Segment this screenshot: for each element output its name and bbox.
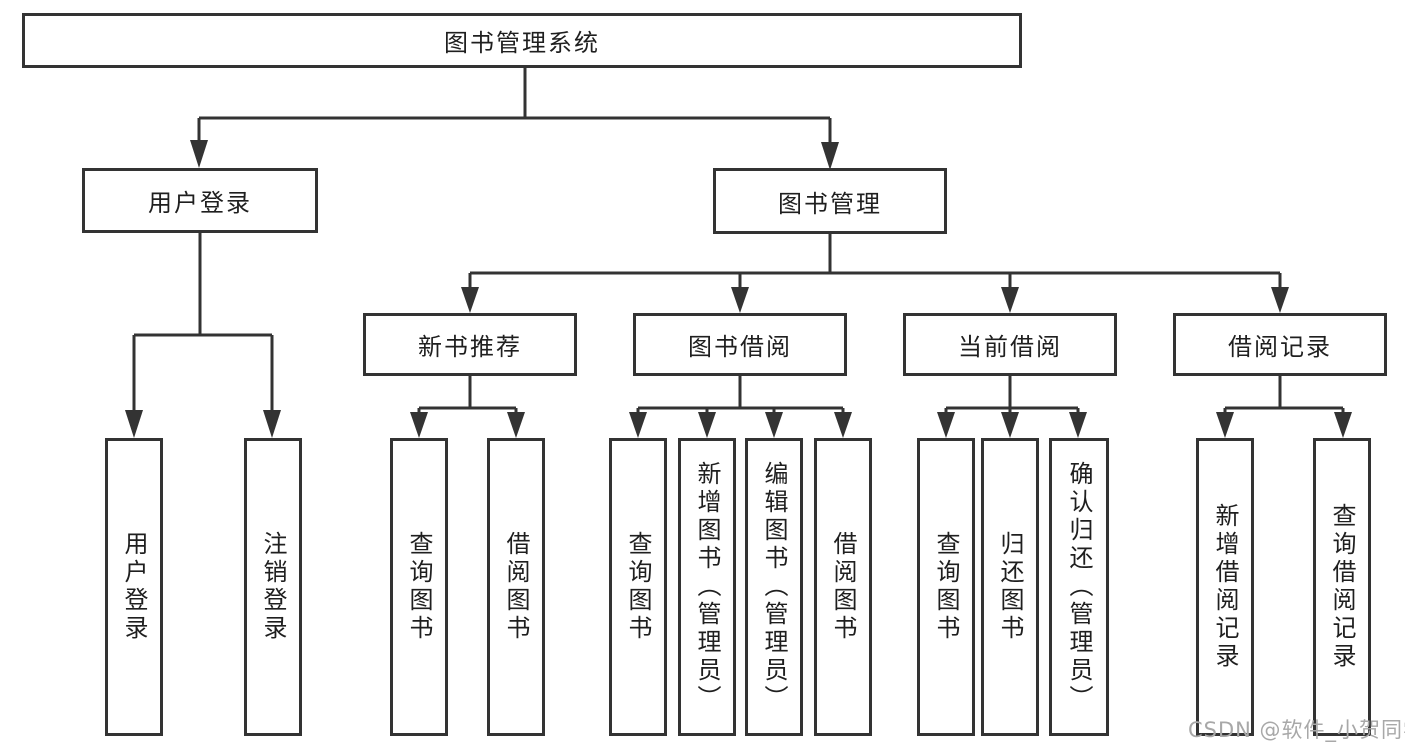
node-label: 确认归还（管理员） bbox=[1065, 461, 1093, 713]
leaf-edit-books-admin: 编辑图书（管理员） bbox=[745, 438, 803, 736]
node-label: 新增图书（管理员） bbox=[693, 461, 721, 713]
node-label: 图书管理 bbox=[778, 189, 882, 218]
node-label: 借阅图书 bbox=[502, 531, 530, 643]
node-label: 用户登录 bbox=[120, 531, 148, 643]
leaf-query-books-current: 查询图书 bbox=[917, 438, 975, 736]
node-user-login: 用户登录 bbox=[82, 168, 318, 233]
node-borrow-records: 借阅记录 bbox=[1173, 313, 1387, 376]
node-label: 归还图书 bbox=[996, 531, 1024, 643]
node-book-borrowing: 图书借阅 bbox=[633, 313, 847, 376]
node-label: 借阅图书 bbox=[829, 531, 857, 643]
node-library-management-system: 图书管理系统 bbox=[22, 13, 1022, 68]
connector-arrowheads bbox=[125, 140, 1352, 438]
leaf-return-books: 归还图书 bbox=[981, 438, 1039, 736]
node-label: 编辑图书（管理员） bbox=[760, 461, 788, 713]
leaf-add-borrow-record: 新增借阅记录 bbox=[1196, 438, 1254, 736]
leaf-confirm-return-admin: 确认归还（管理员） bbox=[1049, 438, 1109, 736]
node-label: 新书推荐 bbox=[418, 333, 522, 361]
node-book-management: 图书管理 bbox=[713, 168, 947, 234]
leaf-query-books-recommend: 查询图书 bbox=[390, 438, 448, 736]
leaf-query-borrow-record: 查询借阅记录 bbox=[1313, 438, 1371, 736]
node-label: 当前借阅 bbox=[958, 333, 1062, 361]
node-label: 注销登录 bbox=[259, 531, 287, 643]
leaf-logout: 注销登录 bbox=[244, 438, 302, 736]
node-label: 查询图书 bbox=[932, 531, 960, 643]
node-label: 查询图书 bbox=[405, 531, 433, 643]
watermark: CSDN @软件_小贺同学 bbox=[1188, 718, 1405, 742]
leaf-add-books-admin: 新增图书（管理员） bbox=[678, 438, 736, 736]
node-label: 图书管理系统 bbox=[444, 29, 600, 57]
leaf-borrow-books-recommend: 借阅图书 bbox=[487, 438, 545, 736]
node-label: 查询图书 bbox=[624, 531, 652, 643]
node-label: 用户登录 bbox=[148, 189, 252, 217]
leaf-user-login: 用户登录 bbox=[105, 438, 163, 736]
node-label: 新增借阅记录 bbox=[1211, 503, 1239, 671]
node-label: 图书借阅 bbox=[688, 333, 792, 361]
node-new-book-recommend: 新书推荐 bbox=[363, 313, 577, 376]
node-current-borrowing: 当前借阅 bbox=[903, 313, 1117, 376]
node-label: 借阅记录 bbox=[1228, 333, 1332, 361]
node-label: 查询借阅记录 bbox=[1328, 503, 1356, 671]
leaf-query-books-borrowing: 查询图书 bbox=[609, 438, 667, 736]
leaf-borrow-books-borrowing: 借阅图书 bbox=[814, 438, 872, 736]
